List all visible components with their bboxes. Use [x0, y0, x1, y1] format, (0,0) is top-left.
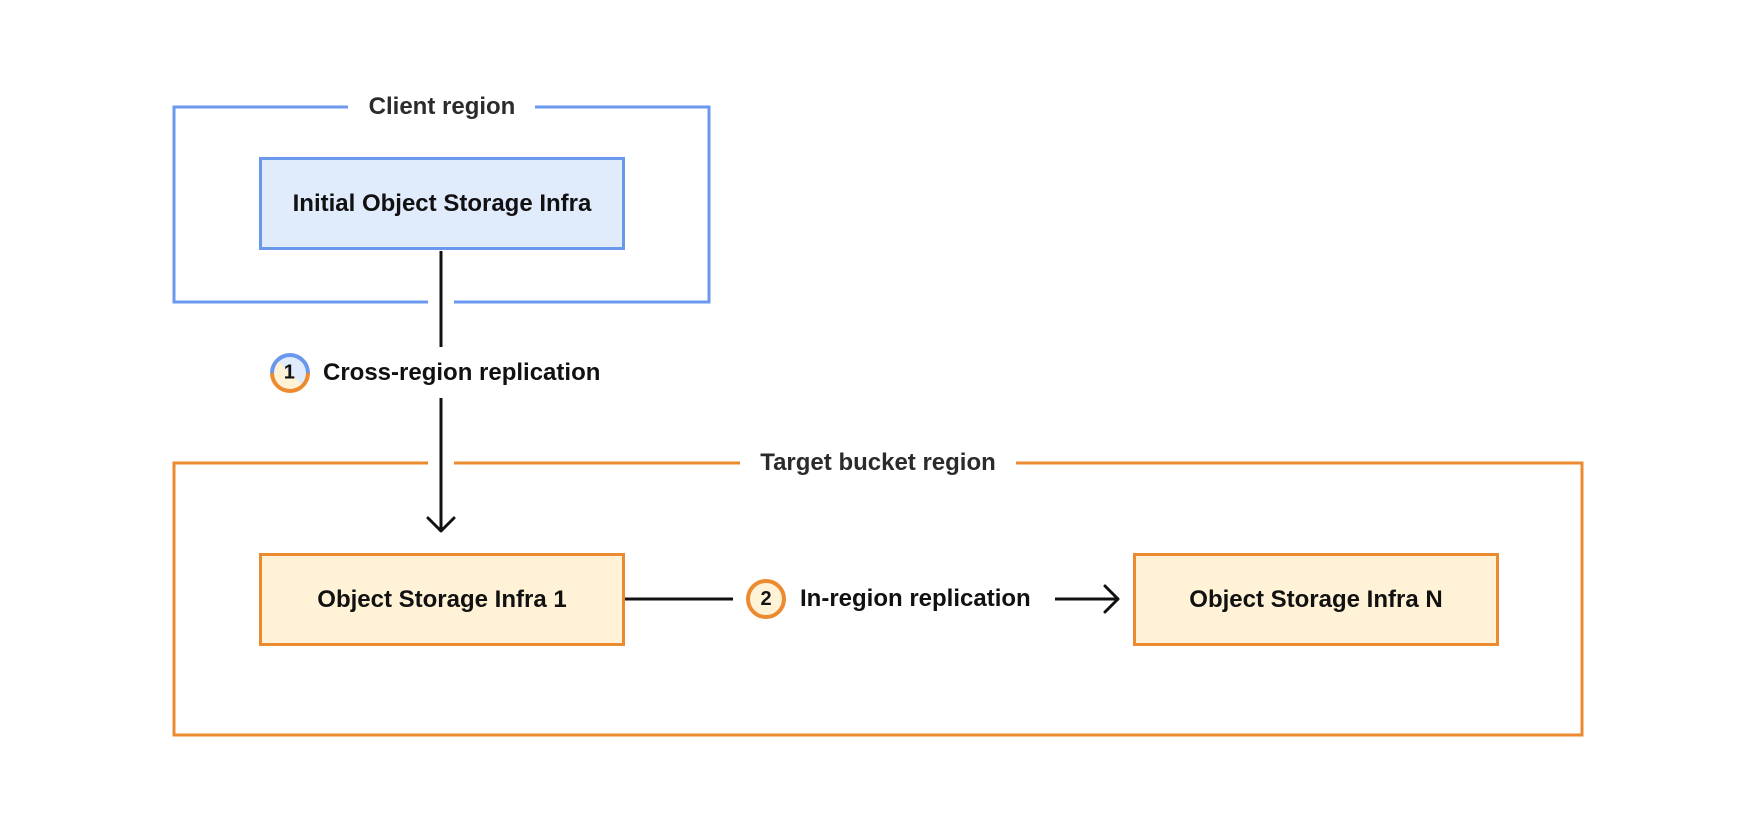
step-2-badge: 2	[746, 579, 786, 619]
client-region-label: Client region	[368, 93, 516, 120]
arrowhead-right	[1103, 584, 1120, 614]
step-1-number: 1	[284, 361, 296, 384]
initial-storage-node: Initial Object Storage Infra	[259, 157, 625, 250]
storage-infra-1-label: Object Storage Infra 1	[317, 585, 567, 613]
in-region-connector	[624, 584, 1120, 614]
storage-infra-1-node: Object Storage Infra 1	[259, 553, 625, 646]
target-region-frame	[172, 461, 1584, 737]
client-region-frame	[172, 105, 711, 304]
step-1-label: Cross-region replication	[323, 359, 601, 386]
cross-region-connector	[426, 251, 456, 533]
step-2-number: 2	[760, 587, 772, 610]
step-2-label: In-region replication	[800, 585, 1031, 612]
arrowhead-down	[426, 516, 456, 533]
initial-storage-label: Initial Object Storage Infra	[292, 189, 592, 217]
storage-infra-n-label: Object Storage Infra N	[1189, 585, 1443, 613]
storage-infra-n-node: Object Storage Infra N	[1133, 553, 1499, 646]
target-region-label: Target bucket region	[760, 449, 996, 476]
